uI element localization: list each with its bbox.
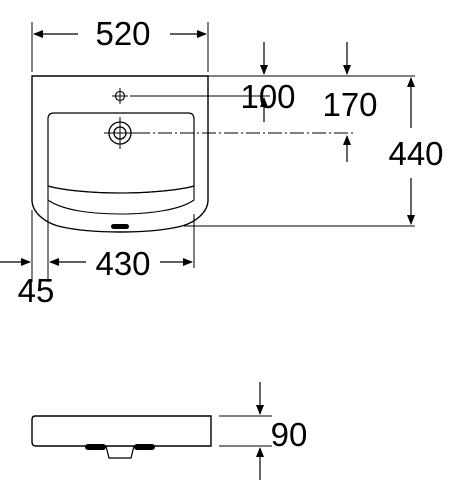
overflow-slot — [111, 224, 129, 229]
side-view: 90 — [31, 382, 308, 480]
waste-outlet — [105, 445, 135, 459]
basin-side-outline — [31, 415, 212, 447]
tap-hole-icon — [112, 88, 128, 104]
drain-offset-label: 170 — [322, 86, 377, 123]
inner-width-label: 430 — [95, 245, 150, 282]
height-label: 90 — [271, 416, 308, 453]
top-view: 520 100 170 440 430 45 — [0, 15, 444, 309]
bowl-outline — [47, 112, 195, 194]
tap-offset-label: 100 — [240, 78, 295, 115]
overall-width-label: 520 — [95, 15, 150, 52]
basin-outline — [31, 75, 209, 233]
overflow-slot-right — [134, 444, 155, 450]
overall-depth-label: 440 — [388, 135, 443, 172]
overflow-slot-left — [85, 444, 106, 450]
front-lip — [47, 185, 195, 215]
side-offset-label: 45 — [18, 272, 55, 309]
drain-icon — [104, 117, 136, 149]
